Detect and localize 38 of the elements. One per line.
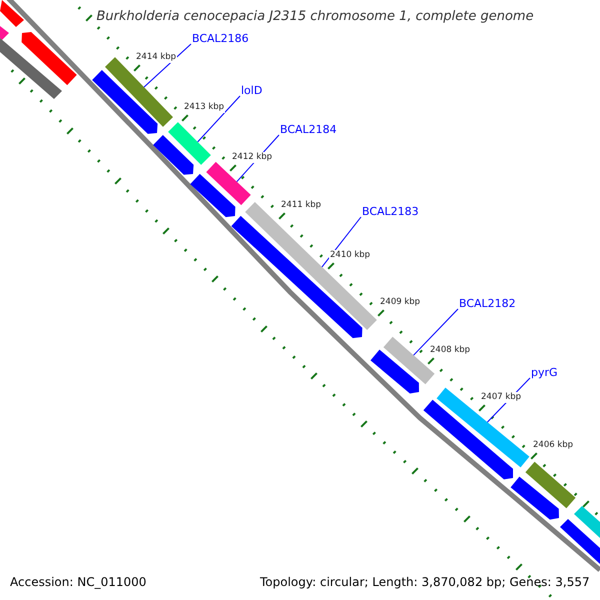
accession-text: Accession: NC_011000	[10, 576, 146, 588]
gene-block	[423, 400, 513, 480]
map-title: Burkholderia cenocepacia J2315 chromosome 1, complete genome	[96, 10, 534, 23]
leader-line	[322, 216, 362, 268]
scale-label: 2412 kbp	[231, 152, 274, 162]
gene-block	[370, 350, 419, 394]
scale-label: 2407 kbp	[480, 392, 522, 402]
gene-block	[206, 162, 251, 206]
scale-label: 2414 kbp	[135, 52, 178, 62]
gene-block	[0, 0, 24, 27]
gene-block	[560, 519, 600, 564]
genome-info-text: Topology: circular; Length: 3,870,082 bp; Genes: 3,557	[260, 576, 590, 588]
gene-block	[510, 476, 559, 520]
gene-label: lolD	[241, 85, 262, 96]
gene-label: pyrG	[531, 367, 558, 378]
leader-line	[413, 308, 458, 356]
gene-label: BCAL2182	[459, 298, 516, 309]
gene-label: BCAL2186	[192, 33, 249, 44]
scale-label: 2410 kbp	[329, 250, 372, 260]
leader-line	[197, 96, 240, 142]
gene-block	[168, 122, 211, 165]
scale-label: 2411 kbp	[280, 200, 322, 210]
scale-label: 2413 kbp	[183, 102, 226, 112]
scale-label: 2408 kbp	[429, 345, 472, 356]
leader-line	[144, 44, 192, 88]
gene-label: BCAL2183	[362, 206, 419, 217]
scale-label: 2409 kbp	[379, 297, 422, 308]
gene-label: BCAL2184	[280, 124, 337, 135]
gene-block	[0, 26, 9, 40]
gene-block	[574, 506, 600, 538]
gene-block	[92, 70, 158, 134]
gene-block	[525, 462, 576, 508]
gene-block	[153, 135, 194, 175]
gene-block	[0, 38, 62, 99]
gene-block	[436, 388, 530, 468]
gene-block	[22, 32, 77, 86]
scale-label: 2406 kbp	[532, 440, 574, 450]
gene-block	[190, 174, 236, 218]
